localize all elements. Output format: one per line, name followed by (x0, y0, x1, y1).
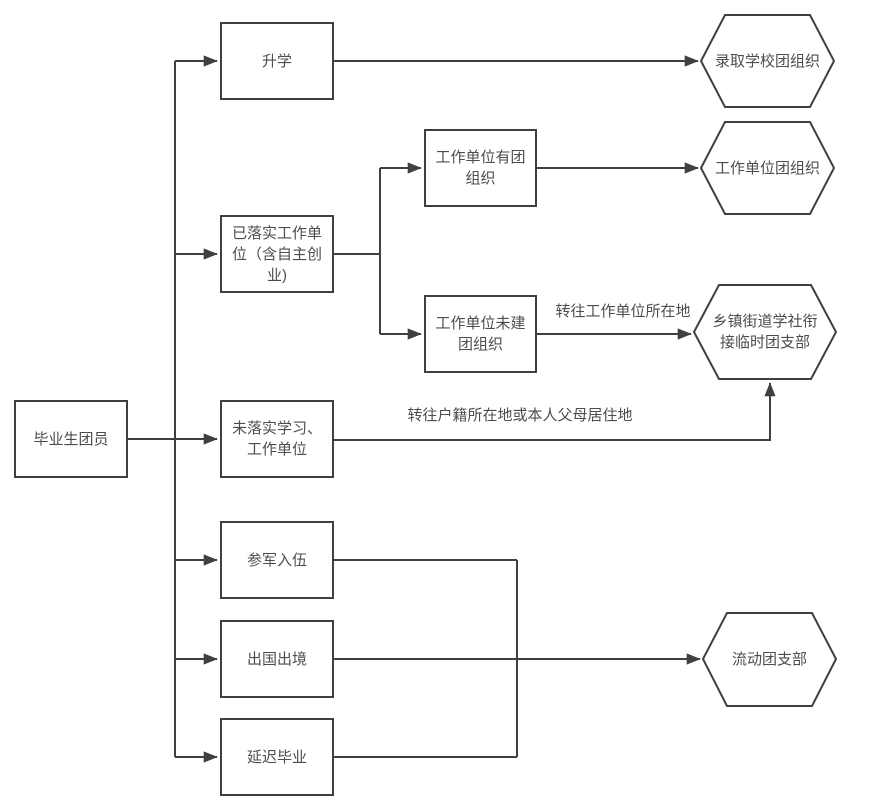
node-label: 未落实学习、工作单位 (231, 420, 322, 458)
node-label: 毕业生团员 (33, 430, 109, 448)
node-township-temp-branch[interactable]: 乡镇街道学社衔接临时团支部 (693, 284, 837, 380)
node-label: 工作单位未建团组织 (435, 315, 526, 353)
node-label: 录取学校团组织 (714, 52, 820, 70)
node-label: 工作单位有团组织 (435, 149, 526, 187)
node-military[interactable]: 参军入伍 (220, 521, 334, 599)
node-delayed-graduation[interactable]: 延迟毕业 (220, 718, 334, 796)
node-label: 乡镇街道学社衔接临时团支部 (712, 313, 818, 351)
node-label: 升学 (261, 52, 292, 70)
node-not-settled[interactable]: 未落实学习、工作单位 (220, 400, 334, 478)
node-unit-no-league[interactable]: 工作单位未建团组织 (424, 295, 537, 373)
hexagon-shape (700, 121, 835, 215)
node-label: 流动团支部 (731, 651, 807, 668)
hexagon-shape (700, 14, 835, 108)
hexagon-shape (693, 284, 837, 380)
node-further-study[interactable]: 升学 (220, 22, 334, 100)
node-label: 工作单位团组织 (714, 159, 820, 177)
node-abroad[interactable]: 出国出境 (220, 620, 334, 698)
edge-not-settled-to-township (334, 382, 776, 441)
node-label: 已落实工作单位（含自主创业) (231, 224, 322, 284)
edge-label-to-work-location: 转往工作单位所在地 (555, 303, 691, 320)
node-label: 出国出境 (246, 650, 307, 668)
node-school-league-org[interactable]: 录取学校团组织 (700, 14, 835, 108)
node-graduate-member[interactable]: 毕业生团员 (14, 400, 128, 478)
hexagon-shape (702, 612, 837, 707)
node-employed[interactable]: 已落实工作单位（含自主创业) (220, 215, 334, 293)
edge-label-to-household: 转往户籍所在地或本人父母居住地 (407, 407, 633, 424)
node-unit-has-league[interactable]: 工作单位有团组织 (424, 129, 537, 207)
node-label: 延迟毕业 (246, 748, 307, 766)
node-label: 参军入伍 (246, 551, 307, 569)
node-work-unit-league-org[interactable]: 工作单位团组织 (700, 121, 835, 215)
node-mobile-branch[interactable]: 流动团支部 (702, 612, 837, 707)
